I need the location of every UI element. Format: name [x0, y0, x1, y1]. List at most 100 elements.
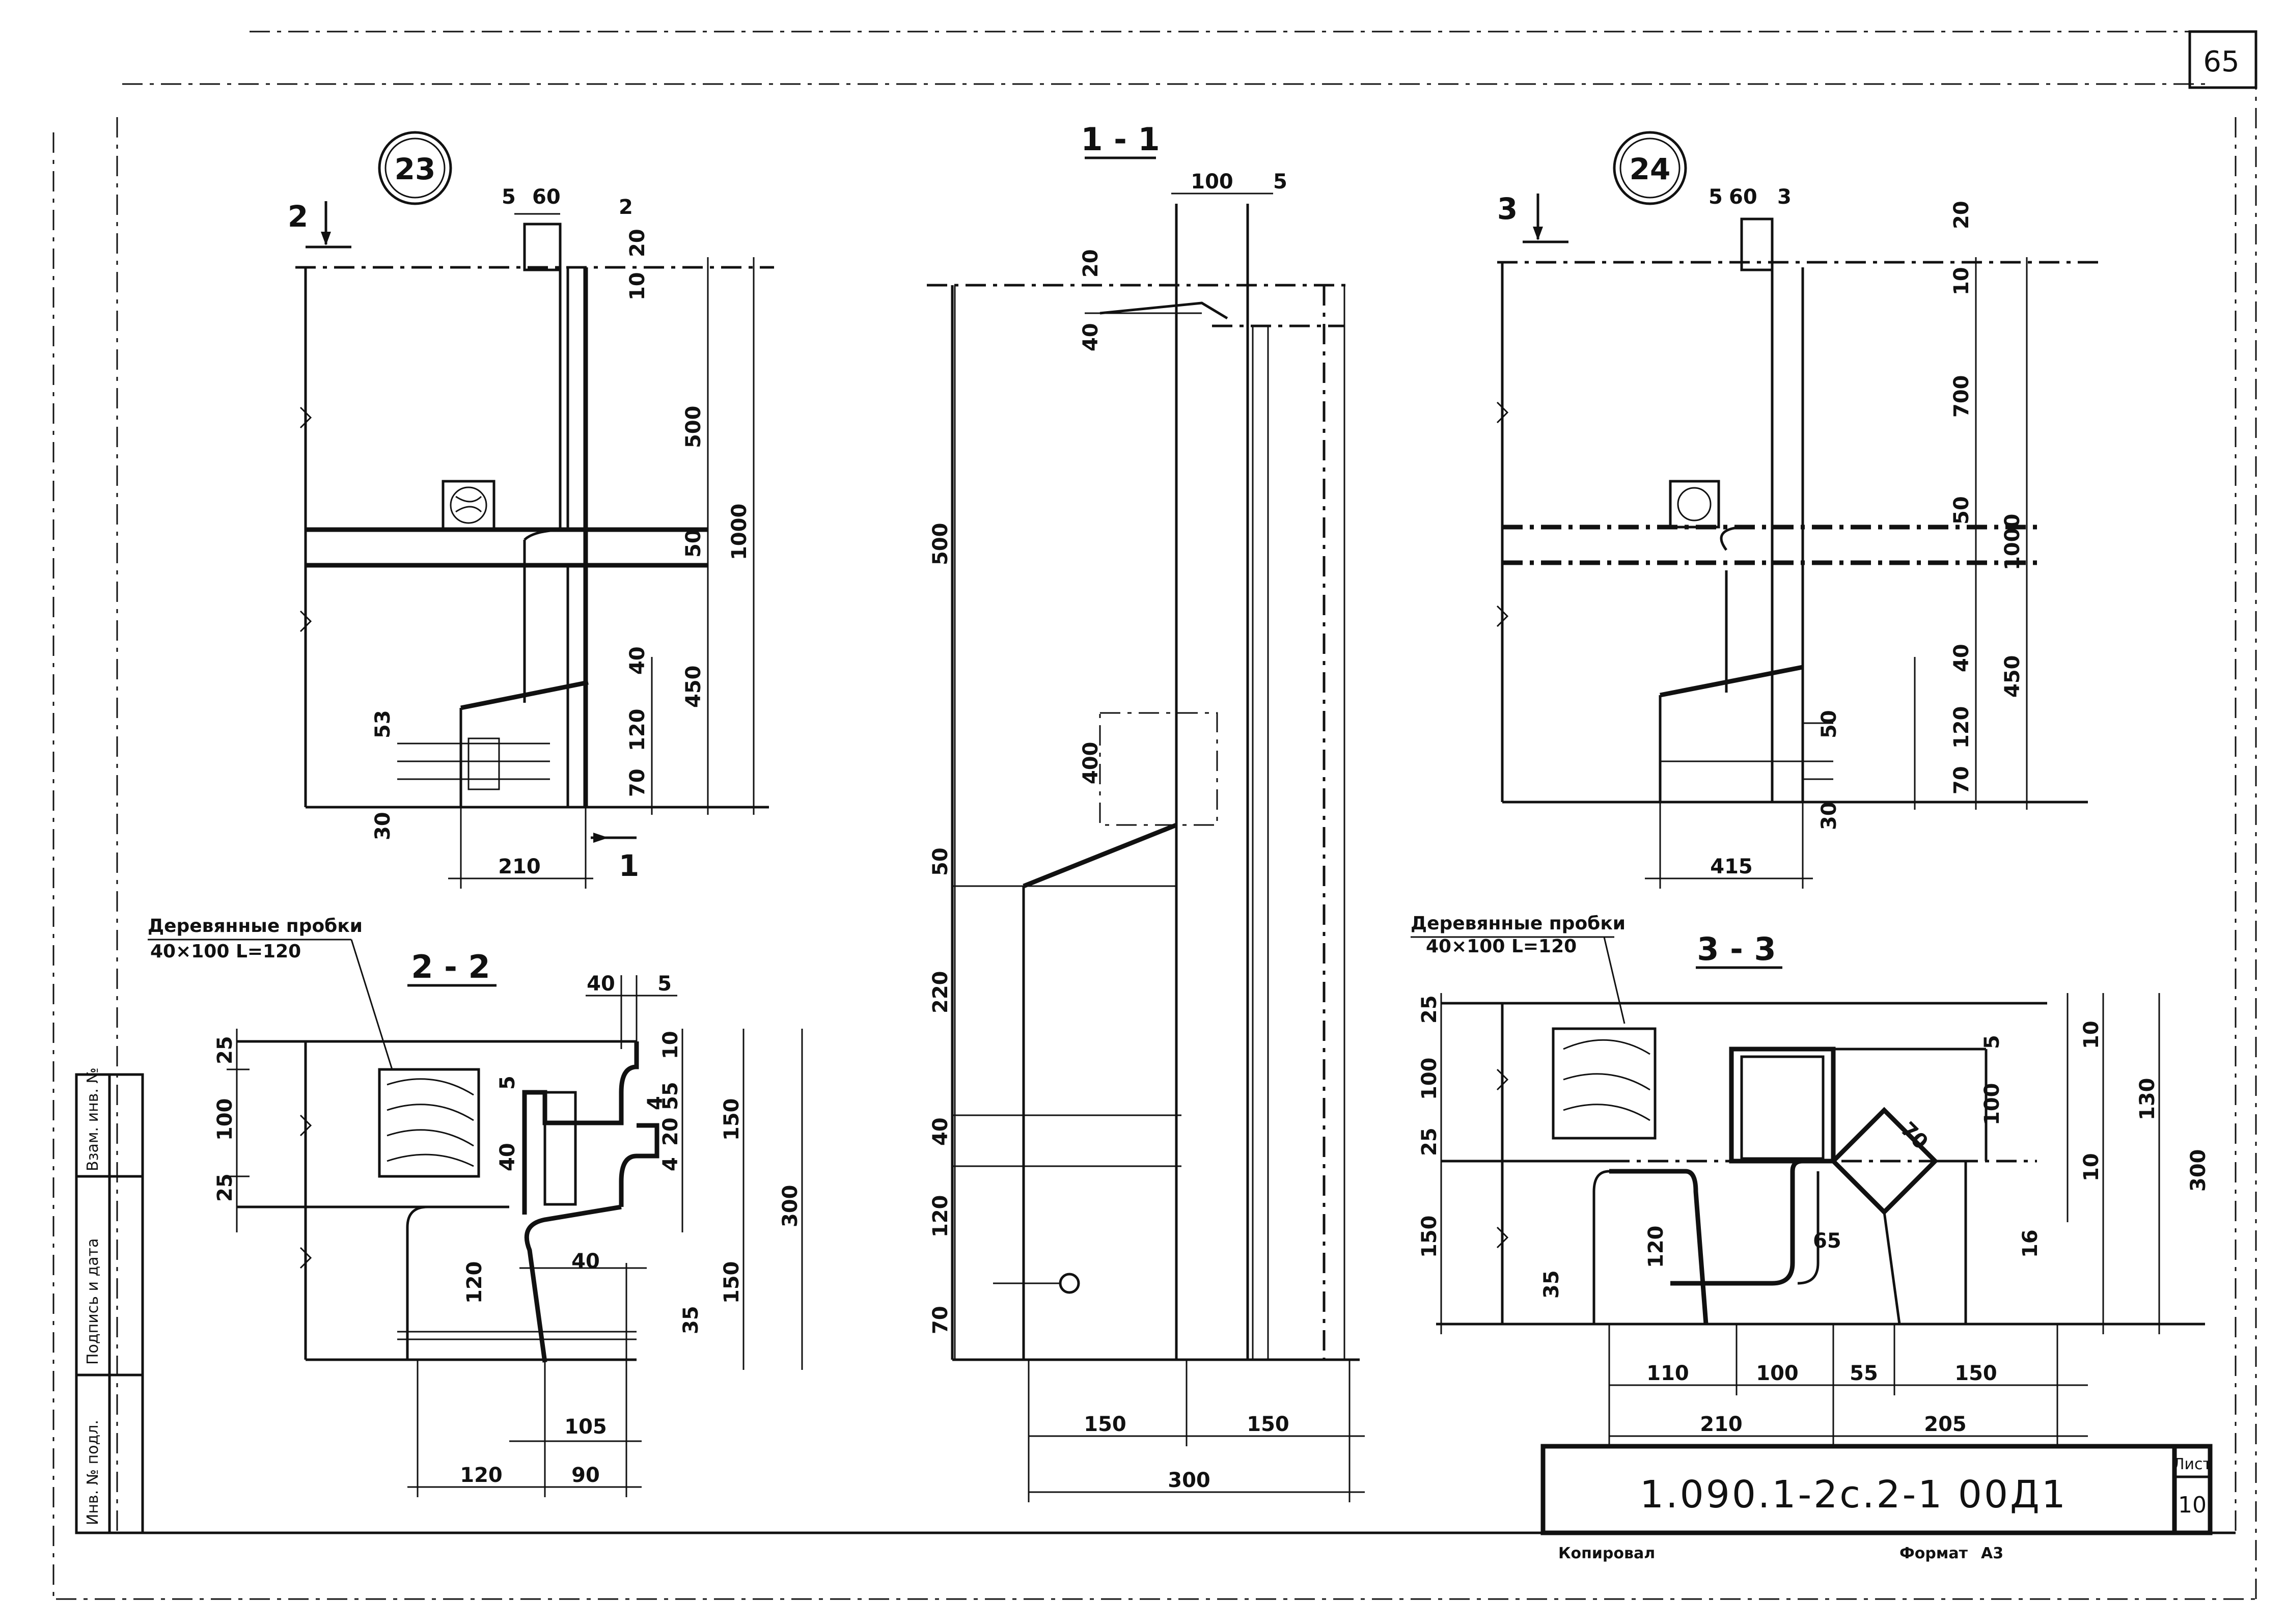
s22-dim-b120: 120: [460, 1464, 503, 1487]
title-block-code: 1.090.1-2с.2-1 00Д1: [1640, 1473, 2068, 1517]
node-24-dim-450: 450: [2001, 655, 2024, 698]
section-3-3: Деревянные пробки 40×100 L=120 3 - 3 25 …: [1411, 913, 2210, 1446]
s11-dim-300: 300: [1168, 1469, 1210, 1492]
sheet-number: 10: [2178, 1492, 2207, 1518]
s33-dim-150: 150: [1418, 1216, 1441, 1258]
s11-dim-220: 220: [929, 971, 952, 1014]
s33-dim-10b: 10: [2080, 1153, 2103, 1181]
node-23-dim-450: 450: [682, 666, 705, 708]
node-23-dim-30: 30: [371, 812, 395, 840]
s33-dim-55: 55: [1850, 1362, 1878, 1385]
node-23-marker: 23: [395, 152, 436, 186]
s22-dim-25: 25: [213, 1036, 237, 1064]
s33-dim-16: 16: [2019, 1229, 2042, 1258]
s11-dim-40b: 40: [929, 1117, 952, 1146]
s11-dim-5: 5: [1273, 170, 1287, 194]
node-24-dim-50: 50: [1950, 496, 1973, 525]
node-23-dim-210: 210: [498, 855, 541, 878]
s11-dim-120: 120: [929, 1195, 952, 1238]
node-24-dim-120: 120: [1950, 706, 1973, 749]
node-24-dim-30-left: 30: [1817, 802, 1841, 830]
node-24-dim-415: 415: [1710, 855, 1753, 878]
s22-dim-10: 10: [659, 1031, 682, 1059]
s33-note-title: Деревянные пробки: [1411, 913, 1626, 934]
node-24-dim-3: 3: [1777, 185, 1792, 209]
node-24-dim-700: 700: [1950, 375, 1973, 418]
node-23-dim-50: 50: [682, 529, 705, 558]
side-stamp-inv: Инв. № подл.: [84, 1420, 102, 1525]
node-24-marker: 24: [1630, 152, 1671, 186]
node-23-dim-500: 500: [682, 406, 705, 449]
s22-note-spec: 40×100 L=120: [150, 941, 301, 962]
s33-dim-130: 130: [2136, 1078, 2159, 1121]
side-stamp-sign: Подпись и дата: [84, 1238, 102, 1365]
s33-note-spec: 40×100 L=120: [1426, 936, 1577, 957]
s22-dim-40b: 40: [571, 1250, 600, 1273]
side-stamp: Взам. инв. № Подпись и дата Инв. № подл.: [75, 1067, 144, 1534]
s22-dim-40: 40: [496, 1143, 519, 1171]
node-23-cut-top: 2: [288, 199, 308, 234]
s22-note-title: Деревянные пробки: [148, 916, 363, 937]
section-1-1: 1 - 1 100 5 20 40 500 400 50 220 40 120: [927, 121, 1365, 1502]
node-24-dim-70: 70: [1950, 766, 1973, 794]
node-24-dim-1000: 1000: [2001, 514, 2024, 570]
s11-dim-40: 40: [1079, 323, 1103, 351]
s22-dim-25b: 25: [213, 1173, 237, 1202]
section-1-1-title: 1 - 1: [1081, 121, 1160, 158]
section-2-2-title: 2 - 2: [411, 948, 490, 985]
side-stamp-replace: Взам. инв. №: [84, 1067, 102, 1171]
node-24-dim-5: 5: [1709, 185, 1723, 209]
s11-dim-150-left: 150: [1084, 1413, 1126, 1436]
s22-dim-20: 20: [659, 1117, 682, 1146]
node-23-dim-60: 60: [532, 185, 561, 209]
s22-dim-150b: 150: [720, 1261, 743, 1304]
format-label: Формат: [1899, 1545, 1968, 1562]
s33-dim-5: 5: [1980, 1035, 2004, 1049]
s22-dim-35: 35: [679, 1306, 703, 1334]
s22-dim-120: 120: [463, 1261, 486, 1304]
s33-dim-120: 120: [1644, 1226, 1668, 1269]
s33-dim-b100: 100: [1756, 1362, 1799, 1385]
node-24-dim-60: 60: [1729, 185, 1757, 209]
title-block: 1.090.1-2с.2-1 00Д1 Лист 10 Копировал Фо…: [1540, 1444, 2213, 1562]
page-number-box: 65: [2188, 30, 2257, 89]
node-24-dim-40: 40: [1950, 644, 1973, 672]
s33-dim-300: 300: [2187, 1149, 2210, 1192]
s22-dim-105: 105: [564, 1415, 607, 1439]
s11-dim-400: 400: [1079, 742, 1103, 785]
s11-dim-150-right: 150: [1247, 1413, 1289, 1436]
s33-dim-25b: 25: [1418, 1127, 1441, 1156]
s33-dim-65: 65: [1813, 1229, 1841, 1253]
s33-dim-110: 110: [1646, 1362, 1689, 1385]
node-23-view: 23 2 500: [288, 131, 774, 889]
node-24-dim-50-left: 50: [1817, 710, 1841, 738]
node-23-dim-53: 53: [371, 710, 395, 738]
s22-dim-5: 5: [496, 1076, 519, 1090]
node-23-dim-20: 20: [626, 229, 649, 257]
node-23-dim-70: 70: [626, 768, 649, 797]
node-23-dim-40: 40: [626, 646, 649, 675]
node-24-dim-10: 10: [1950, 267, 1973, 295]
s22-dim-top-40: 40: [587, 972, 615, 996]
s22-dim-150: 150: [720, 1098, 743, 1141]
s22-dim-90: 90: [571, 1464, 600, 1487]
node-23-dim-120: 120: [626, 709, 649, 752]
s33-dim-100-mid: 100: [1980, 1083, 2004, 1126]
node-24-dim-20: 20: [1950, 201, 1973, 229]
s22-dim-100: 100: [213, 1098, 237, 1141]
s33-dim-210: 210: [1700, 1413, 1743, 1436]
s22-dim-55: 55: [659, 1082, 682, 1110]
section-2-2: Деревянные пробки 40×100 L=120 2 - 2 25 …: [148, 916, 803, 1497]
page-number: 65: [2203, 45, 2239, 78]
s33-dim-205: 205: [1924, 1413, 1967, 1436]
s33-dim-b150: 150: [1954, 1362, 1997, 1385]
s11-dim-20: 20: [1079, 249, 1103, 278]
s11-dim-50: 50: [929, 847, 952, 876]
node-23-dim-1000: 1000: [728, 504, 751, 560]
s22-dim-4b: 4: [659, 1157, 682, 1171]
node-24-cut-top: 3: [1497, 191, 1518, 226]
format-value: А3: [1981, 1545, 2003, 1562]
section-3-3-title: 3 - 3: [1697, 930, 1776, 968]
s22-dim-top-5: 5: [657, 972, 672, 996]
